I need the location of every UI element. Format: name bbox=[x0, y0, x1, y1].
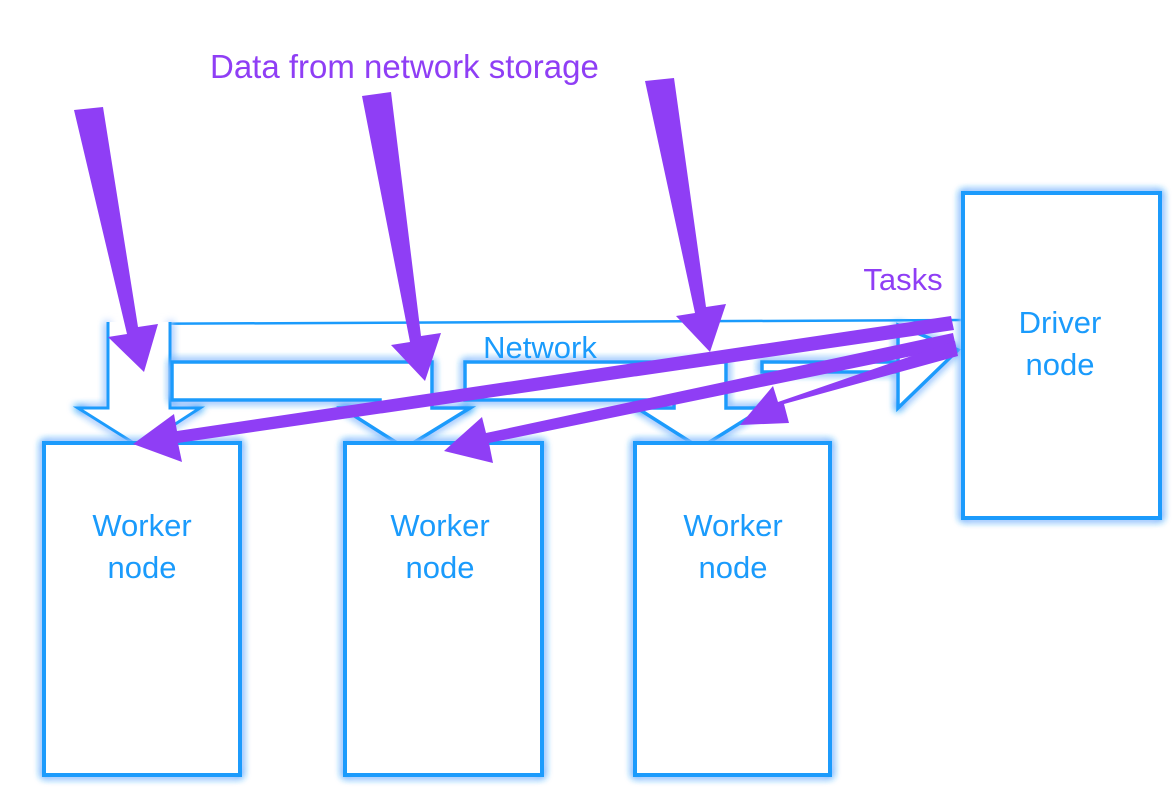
data-arrow-3 bbox=[645, 78, 726, 352]
network-label: Network bbox=[483, 330, 597, 365]
worker-node-1-label-line1: Worker bbox=[92, 508, 191, 543]
driver-node[interactable]: Driver node bbox=[961, 191, 1162, 520]
network-bus-top-line bbox=[107, 318, 964, 326]
task-arrows-group bbox=[133, 316, 958, 463]
worker-node-2-label-line2: node bbox=[406, 550, 475, 585]
driver-node-label-line2: node bbox=[1026, 347, 1095, 382]
worker-node-3[interactable]: Worker node bbox=[633, 441, 832, 777]
network-branch-arrow-worker-2 bbox=[170, 360, 477, 451]
worker-node-2-box bbox=[343, 441, 544, 777]
driver-node-box bbox=[961, 191, 1162, 520]
worker-node-3-label-line1: Worker bbox=[683, 508, 782, 543]
worker-node-1-box bbox=[42, 441, 242, 777]
data-arrow-2 bbox=[362, 92, 441, 381]
worker-node-3-box bbox=[633, 441, 832, 777]
worker-node-1[interactable]: Worker node bbox=[42, 441, 242, 777]
tasks-label: Tasks bbox=[863, 262, 942, 297]
worker-node-3-label-line2: node bbox=[699, 550, 768, 585]
driver-node-label-line1: Driver bbox=[1019, 305, 1102, 340]
task-arrow-2 bbox=[444, 333, 956, 463]
data-arrow-1 bbox=[74, 107, 158, 372]
worker-node-1-label-line2: node bbox=[108, 550, 177, 585]
task-arrow-1 bbox=[133, 316, 954, 462]
network-bus bbox=[72, 318, 964, 451]
worker-node-2[interactable]: Worker node bbox=[343, 441, 544, 777]
task-arrow-3 bbox=[740, 341, 958, 425]
data-arrows-group bbox=[74, 78, 726, 381]
page-title: Data from network storage bbox=[210, 48, 599, 85]
worker-node-2-label-line1: Worker bbox=[390, 508, 489, 543]
